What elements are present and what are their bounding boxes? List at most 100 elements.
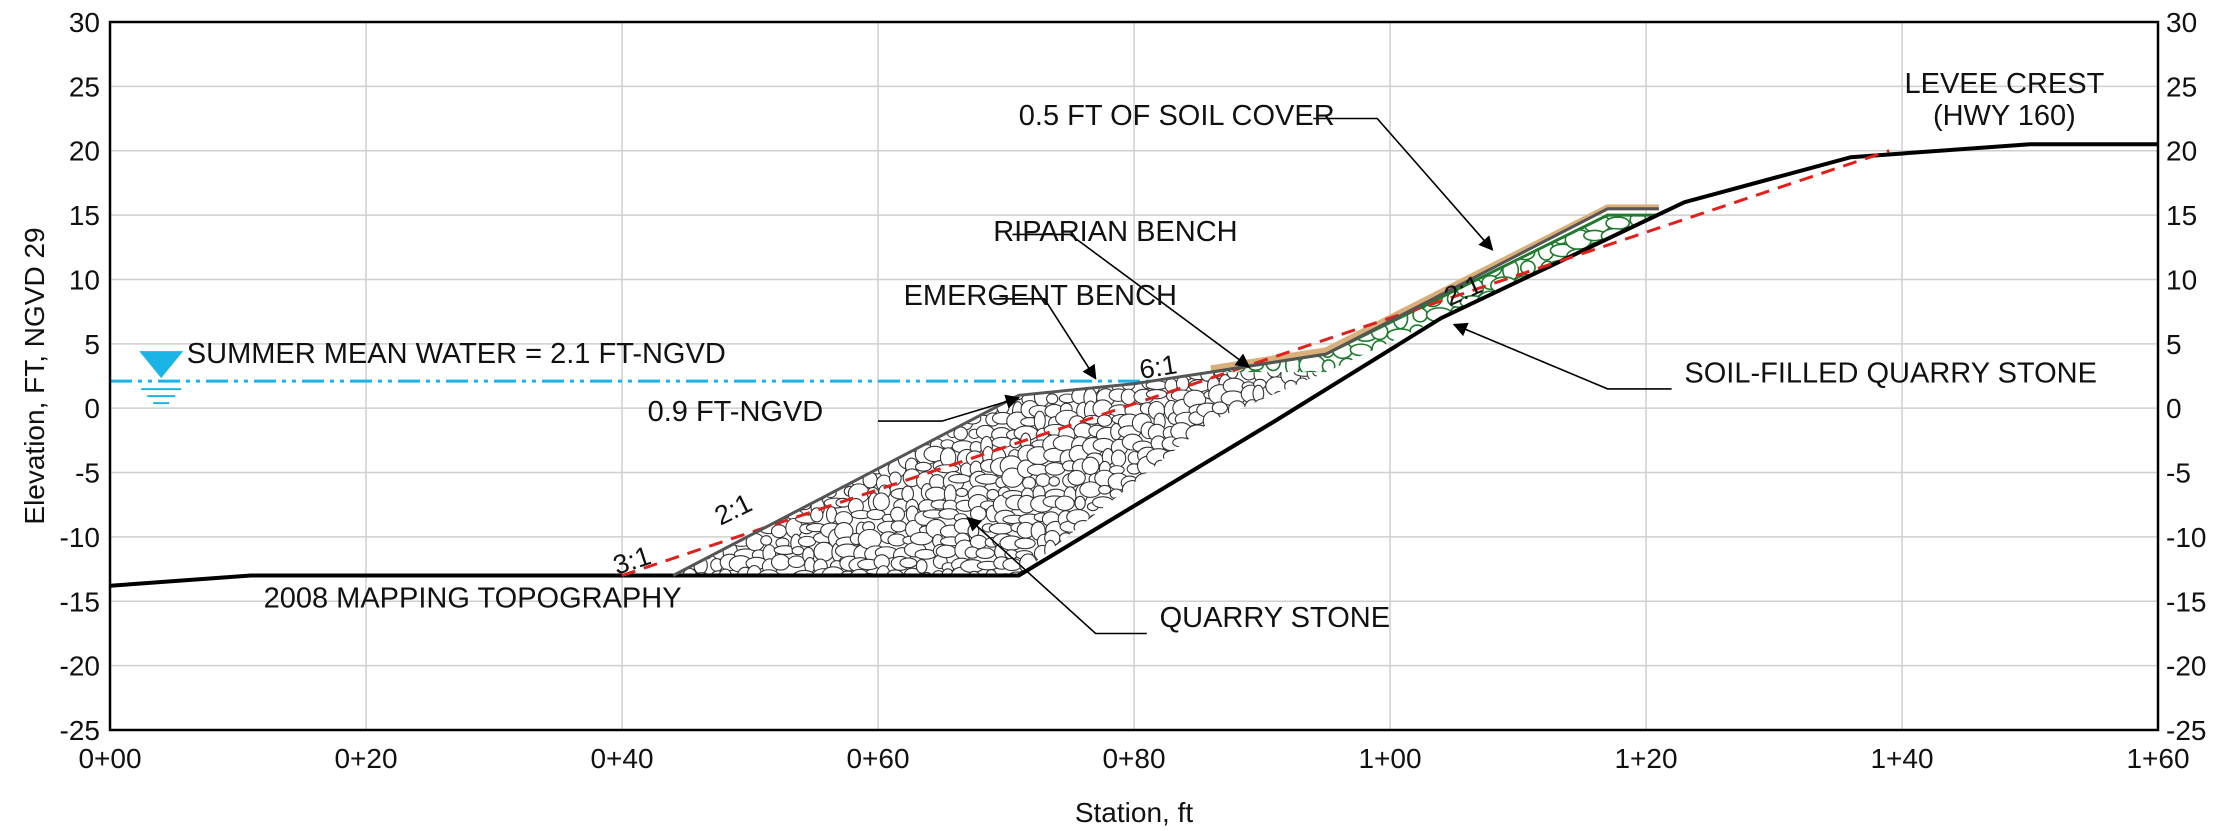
quarry-stone xyxy=(796,372,815,381)
soil-filled-stone xyxy=(1465,304,1484,328)
soil-filled-stone xyxy=(1605,216,1631,231)
soil-filled-stone xyxy=(1355,279,1380,294)
quarry-stone xyxy=(1318,523,1326,534)
quarry-stone xyxy=(1214,422,1230,442)
quarry-stone xyxy=(796,475,821,489)
quarry-stone xyxy=(1265,450,1291,466)
soil-filled-stone xyxy=(1609,192,1626,213)
quarry-stone xyxy=(832,389,855,403)
quarry-stone xyxy=(1251,436,1269,456)
soil-filled-stone xyxy=(1231,309,1253,330)
quarry-stone xyxy=(1239,453,1254,465)
quarry-stone xyxy=(692,447,715,468)
quarry-stone xyxy=(988,522,1014,535)
soil-filled-stone xyxy=(1535,339,1555,358)
quarry-stone xyxy=(1094,372,1114,378)
quarry-stone xyxy=(823,411,848,433)
quarry-stone xyxy=(758,482,771,499)
quarry-stone xyxy=(1283,459,1301,479)
quarry-stone xyxy=(1228,461,1250,473)
quarry-stone xyxy=(789,427,805,439)
quarry-stone xyxy=(1240,471,1254,493)
quarry-stone xyxy=(1320,460,1326,472)
quarry-stone xyxy=(915,372,930,377)
quarry-stone xyxy=(1254,573,1273,576)
soil-filled-stone xyxy=(1282,289,1303,309)
quarry-stone xyxy=(819,389,842,407)
quarry-stone xyxy=(1223,498,1242,512)
quarry-stone-label: QUARRY STONE xyxy=(1160,602,1390,634)
soil-filled-stone xyxy=(1604,243,1622,263)
quarry-stone xyxy=(1236,492,1255,513)
quarry-stone xyxy=(679,521,694,535)
quarry-stone xyxy=(1304,507,1320,524)
quarry-stone xyxy=(1161,513,1176,524)
quarry-stone xyxy=(1272,391,1286,404)
quarry-stone xyxy=(723,372,737,378)
quarry-stone xyxy=(673,531,684,549)
quarry-stone xyxy=(955,487,969,498)
soil-filled-stone xyxy=(1211,198,1236,209)
soil-filled-stone xyxy=(1417,215,1448,216)
soil-filled-stone xyxy=(1423,242,1443,258)
quarry-stone xyxy=(1241,441,1259,453)
y-tick-label-right: 5 xyxy=(2166,329,2182,360)
quarry-stone xyxy=(1334,474,1345,491)
soil-filled-stone xyxy=(1538,197,1551,208)
quarry-stone xyxy=(673,481,683,502)
quarry-stone xyxy=(852,389,871,406)
soil-filled-stone xyxy=(1497,376,1512,391)
y-tick-label-right: 0 xyxy=(2166,393,2182,424)
quarry-stone xyxy=(1021,372,1036,380)
quarry-stone xyxy=(1224,560,1242,571)
soil-filled-stone xyxy=(1210,259,1216,282)
quarry-stone xyxy=(821,404,843,417)
quarry-stone xyxy=(1318,485,1326,499)
quarry-stone xyxy=(1332,398,1343,416)
quarry-stone xyxy=(694,520,715,533)
soil-filled-stone xyxy=(1284,244,1304,268)
quarry-stone xyxy=(693,461,714,482)
quarry-stone xyxy=(839,432,853,452)
soil-filled-stone xyxy=(1567,342,1585,362)
soil-filled-stone xyxy=(1610,338,1626,358)
soil-filled-stone xyxy=(1296,370,1326,373)
soil-filled-stone xyxy=(1620,360,1649,373)
quarry-stone xyxy=(1314,412,1326,432)
soil-filled-stone xyxy=(1483,335,1502,358)
quarry-stone xyxy=(1177,512,1190,525)
quarry-stone xyxy=(1134,472,1159,492)
quarry-stone xyxy=(1035,473,1051,488)
soil-filled-stone xyxy=(1484,308,1502,330)
soil-filled-stone xyxy=(1630,342,1645,359)
quarry-stone xyxy=(1149,497,1164,517)
y-tick-label-left: 10 xyxy=(69,264,100,295)
mapping-topography-line xyxy=(109,142,2158,588)
soil-filled-stone xyxy=(1622,278,1649,291)
quarry-stone xyxy=(946,385,960,406)
quarry-stone xyxy=(1213,477,1230,490)
soil-filled-stone xyxy=(1449,373,1461,393)
soil-filled-stone xyxy=(1366,229,1392,244)
ngvd-elevation-label: 0.9 FT-NGVD xyxy=(648,396,824,428)
quarry-stone xyxy=(673,470,685,489)
soil-filled-stone xyxy=(1367,372,1389,373)
quarry-stone xyxy=(925,395,949,417)
soil-filled-stone xyxy=(1330,201,1357,213)
soil-filled-stone xyxy=(1656,230,1659,246)
soil-filled-stone xyxy=(1519,307,1534,322)
quarry-stone xyxy=(1256,498,1271,511)
quarry-stone xyxy=(901,423,922,437)
soil-filled-stone xyxy=(1265,322,1286,340)
soil-filled-stone xyxy=(1211,291,1228,307)
quarry-stone xyxy=(902,372,921,378)
quarry-stone xyxy=(1290,518,1315,540)
quarry-stone xyxy=(693,482,716,502)
quarry-stone xyxy=(770,524,788,539)
quarry-stone xyxy=(1241,482,1265,501)
quarry-stone xyxy=(1256,511,1271,524)
quarry-stone xyxy=(1267,471,1288,486)
soil-filled-stone xyxy=(1636,243,1659,266)
quarry-stone xyxy=(1283,528,1296,549)
quarry-stone xyxy=(1271,489,1286,502)
